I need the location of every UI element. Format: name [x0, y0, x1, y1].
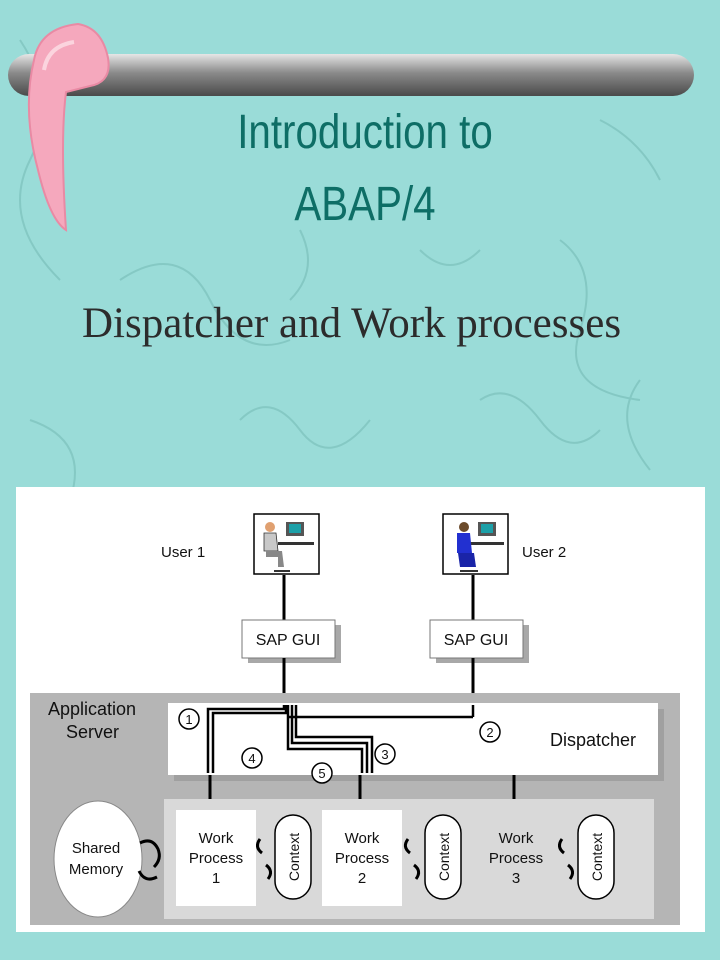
slide-title-line2: ABAP/4 — [294, 178, 436, 231]
work-process-3: Work Process 3 — [476, 810, 556, 906]
user1-label: User 1 — [161, 544, 205, 561]
slide-subtitle: Dispatcher and Work processes — [82, 300, 622, 347]
wp2-label-line2: Process — [335, 850, 389, 867]
shared-memory-label-line2: Memory — [69, 861, 124, 878]
title-rule-decoration — [8, 22, 694, 232]
wp2-label-line1: Work — [345, 830, 380, 847]
work-process-1: Work Process 1 — [176, 810, 256, 906]
user2-label: User 2 — [522, 544, 566, 561]
sap-gui-1-label: SAP GUI — [256, 632, 321, 649]
work-process-2: Work Process 2 — [322, 810, 402, 906]
context-1-label: Context — [286, 833, 302, 881]
wp3-label-line1: Work — [499, 830, 534, 847]
step-1-marker: 1 — [185, 712, 192, 727]
shared-memory-cylinder — [53, 800, 143, 918]
wp1-number: 1 — [212, 870, 220, 887]
wp2-number: 2 — [358, 870, 366, 887]
app-server-label-line2: Server — [66, 722, 119, 742]
wp1-label-line2: Process — [189, 850, 243, 867]
context-2-capsule — [424, 814, 462, 900]
context-3-label: Context — [589, 833, 605, 881]
step-2-marker: 2 — [486, 725, 493, 740]
app-server-label-line1: Application — [48, 699, 136, 719]
context-3-capsule — [577, 814, 615, 900]
wp3-label-line2: Process — [489, 850, 543, 867]
slide-title-line1: Introduction to — [237, 106, 493, 159]
wp1-label-line1: Work — [199, 830, 234, 847]
step-4-marker: 4 — [248, 751, 255, 766]
step-5-marker: 5 — [318, 766, 325, 781]
context-2-label: Context — [436, 833, 452, 881]
dispatcher-diagram: User 1 User 2 SAP GUI SAP GUI Applicatio… — [16, 487, 705, 932]
context-1-capsule — [274, 814, 312, 900]
step-3-marker: 3 — [381, 747, 388, 762]
exchange-arrows-icon — [137, 838, 575, 881]
dispatcher-label: Dispatcher — [550, 730, 636, 750]
shared-memory-label-line1: Shared — [72, 840, 120, 857]
wp3-number: 3 — [512, 870, 520, 887]
user1-workstation-icon — [253, 513, 320, 575]
user2-workstation-icon — [442, 513, 509, 575]
sap-gui-2-label: SAP GUI — [444, 632, 509, 649]
